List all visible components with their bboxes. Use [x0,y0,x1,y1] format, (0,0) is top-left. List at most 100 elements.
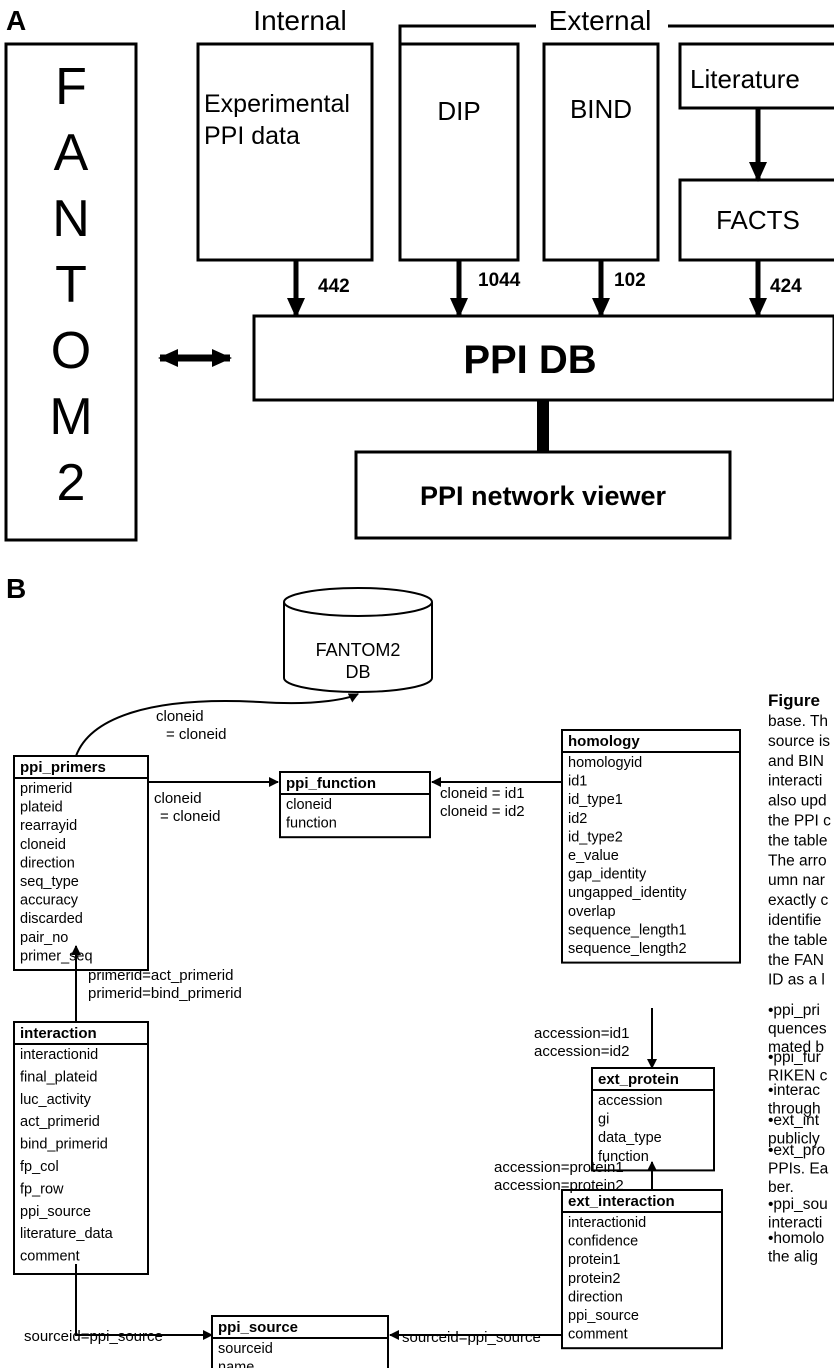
experimental-ppi-label-line1: Experimental [204,90,350,118]
caption-bullet-line: •ppi_fur [768,1049,821,1066]
table-field: e_value [568,848,619,864]
table-field: id1 [568,774,587,790]
table-field: data_type [598,1130,662,1146]
table-field: literature_data [20,1226,114,1242]
table-field: primer_seq [20,948,93,964]
table-field: act_primerid [20,1114,100,1130]
table-field: homologyid [568,755,642,771]
table-field: sequence_length2 [568,941,687,957]
table-title: homology [568,733,640,750]
table-title: ext_interaction [568,1193,675,1210]
table-field: plateid [20,800,63,816]
rel-homology-function-line2: cloneid = id2 [440,803,525,820]
interaction-to-source-arrow [75,1264,213,1340]
table-field: id_type2 [568,829,623,845]
group-external-label: External [549,5,652,36]
rel-homology-function-line1: cloneid = id1 [440,785,525,802]
fantom2-letter: T [55,256,87,314]
caption-line: the PPI c [768,813,831,830]
caption-bullet-line: •interac [768,1082,820,1099]
table-homology: homologyhomologyidid1id_type1id2id_type2… [561,729,741,964]
table-field: overlap [568,904,616,920]
caption-bullet-line: mated b [768,1039,824,1056]
caption-line: ID as a l [768,972,825,989]
table-ext-interaction: ext_interaction interactionid confidence pr… [561,1189,723,1350]
caption-line: the table [768,932,827,949]
table-field: interactionid [568,1215,646,1231]
facts-label: FACTS [716,205,800,235]
table-field: ppi_source [20,1204,91,1220]
panel-a: A Internal External F A N T O M 2 Experi… [4,5,834,542]
rel-extinteraction-source: sourceid=ppi_source [402,1329,541,1346]
count-dip: 1044 [478,270,521,291]
fantom2-db-label-line1: FANTOM2 [316,640,401,660]
primers-to-db-arrow [75,693,359,757]
caption-bullet-line: PPIs. Ea [768,1161,829,1178]
caption-line: source is [768,733,830,750]
caption-line: base. Th [768,713,828,730]
rel-primers-db-line1: cloneid [156,708,204,725]
table-ppi-primers: ppi_primersprimeridplateidrearrayidclone… [13,755,149,971]
table-field: bind_primerid [20,1137,108,1153]
network-viewer-label: PPI network viewer [420,481,667,511]
bind-label: BIND [570,94,632,124]
table-frame [279,771,431,839]
panel-b-label: B [6,573,26,604]
table-field: rearrayid [20,818,77,834]
caption-bullet-line: through [768,1101,821,1118]
table-field: confidence [568,1234,638,1250]
table-title: ppi_primers [20,759,106,776]
table-field: interactionid [20,1047,98,1063]
table-field: ungapped_identity [568,885,687,901]
table-field: direction [20,855,75,871]
table-field: gap_identity [568,867,647,883]
caption-bullet-line: •ext_int [768,1112,820,1129]
table-field: function [286,816,337,832]
rel-interaction-primers-line1: primerid=act_primerid [88,967,233,984]
caption-bullet-line: quences [768,1021,827,1038]
table-field: accuracy [20,893,79,909]
table-field: final_plateid [20,1069,97,1085]
network-viewer-box [354,450,732,540]
caption-line: also upd [768,793,827,810]
table-field: sequence_length1 [568,922,687,938]
caption-bullet-line: interacti [768,1215,822,1232]
caption-bullet-line: the alig [768,1249,818,1266]
table-field: name [218,1360,254,1368]
dip-label: DIP [437,96,480,126]
literature-box [678,42,834,110]
caption-line: exactly c [768,892,829,909]
table-field: protein2 [568,1271,620,1287]
experimental-ppi-label-line2: PPI data [204,122,300,150]
table-field: luc_activity [20,1092,92,1108]
table-field: gi [598,1112,609,1128]
fantom2-db-cylinder: FANTOM2 DB [283,587,433,693]
fantom2-letter: A [54,124,89,182]
rel-extinteraction-extprotein-line1: accession=protein1 [494,1159,624,1176]
count-bind: 102 [614,270,646,291]
ppidb-label: PPI DB [463,338,596,382]
caption-line: and BIN [768,753,824,770]
rel-interaction-primers-line2: primerid=bind_primerid [88,985,242,1002]
fantom2-db-label-line2: DB [345,662,370,682]
table-frame [211,1315,389,1368]
table-interaction: interaction interactionid final_plateidluc… [13,1021,149,1275]
caption-bullet-line: ber. [768,1179,794,1196]
table-field: accession [598,1093,662,1109]
caption-line: the FAN [768,952,824,969]
table-title: ppi_function [286,775,376,792]
rel-homology-extprotein-line2: accession=id2 [534,1043,629,1060]
experimental-ppi-box [196,42,374,262]
table-field: protein1 [568,1252,620,1268]
caption-bullet-line: •ext_pro [768,1142,825,1159]
table-field: id_type1 [568,792,623,808]
caption-line: identifie [768,912,821,929]
table-field: fp_col [20,1159,59,1175]
fantom2-letter: O [51,322,91,380]
literature-label: Literature [690,64,800,94]
caption-title: Figure [768,691,820,710]
fantom2-box [4,42,138,542]
table-title: interaction [20,1025,97,1042]
